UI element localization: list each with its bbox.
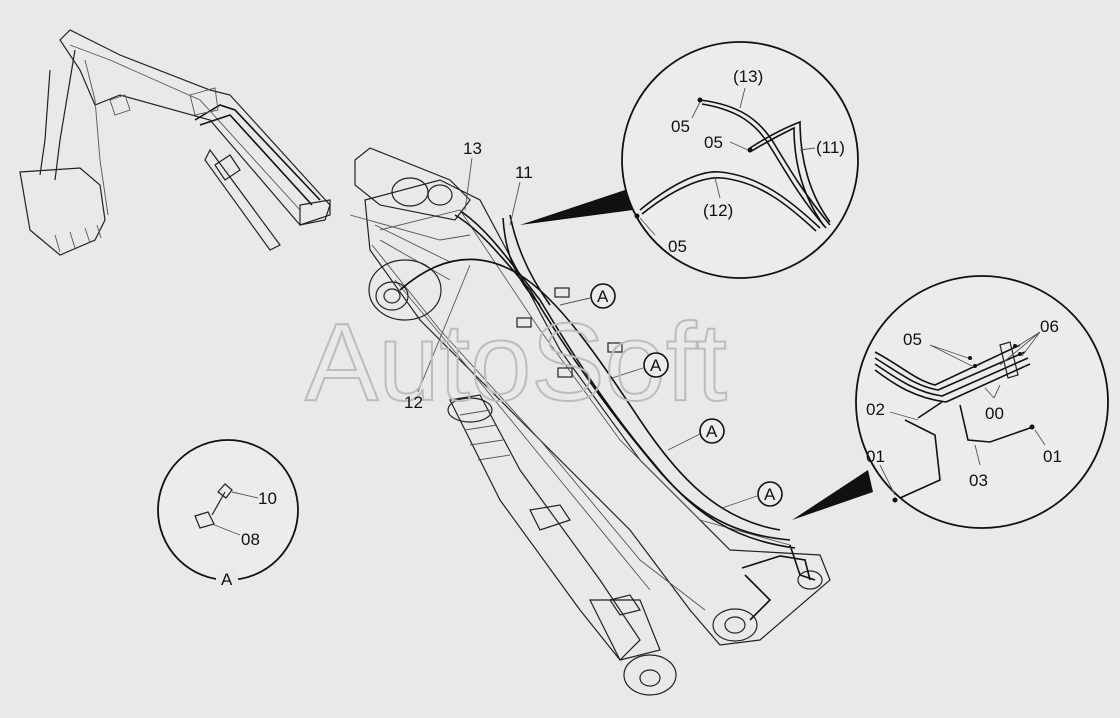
callout-a-2: A	[643, 352, 669, 378]
detail-right-05: 05	[903, 330, 922, 349]
callout-a-4-label: A	[764, 485, 776, 504]
boom-assembly	[349, 147, 831, 696]
detail-circle-right: 05 06 02 00 01 01 03	[855, 275, 1109, 529]
detail-a-08: 08	[241, 530, 260, 549]
excavator-overview	[19, 29, 331, 256]
detail-pointer-top	[520, 190, 633, 225]
callout-a-1-label: A	[597, 287, 609, 306]
detail-pointer-right	[792, 470, 873, 520]
detail-a-caption: A	[221, 570, 233, 589]
detail-right-06: 06	[1040, 317, 1059, 336]
label-12: 12	[404, 393, 423, 412]
detail-right-00: 00	[985, 404, 1004, 423]
detail-top-05c: 05	[668, 237, 687, 256]
callout-a-3: A	[699, 418, 725, 444]
label-11: 11	[515, 163, 533, 182]
callout-a-3-label: A	[706, 422, 718, 441]
callout-a-2-label: A	[650, 356, 662, 375]
detail-top-12: (12)	[703, 201, 733, 220]
detail-a-10: 10	[258, 489, 277, 508]
detail-top-05a: 05	[671, 117, 690, 136]
main-leaders	[417, 157, 758, 509]
detail-right-02: 02	[866, 400, 885, 419]
detail-right-03: 03	[969, 471, 988, 490]
detail-top-13: (13)	[733, 67, 763, 86]
detail-circle-a: 10 08 A	[157, 439, 299, 589]
callout-a-1: A	[590, 283, 616, 309]
label-13: 13	[463, 139, 482, 158]
detail-right-01b: 01	[1043, 447, 1062, 466]
detail-top-11: (11)	[816, 138, 845, 157]
detail-top-05b: 05	[704, 133, 723, 152]
callout-a-4: A	[757, 481, 783, 507]
detail-a-caption-gap	[216, 567, 238, 589]
detail-circle-top: (13) 05 05 (11) (12) 05	[621, 41, 859, 279]
detail-right-01a: 01	[866, 447, 885, 466]
